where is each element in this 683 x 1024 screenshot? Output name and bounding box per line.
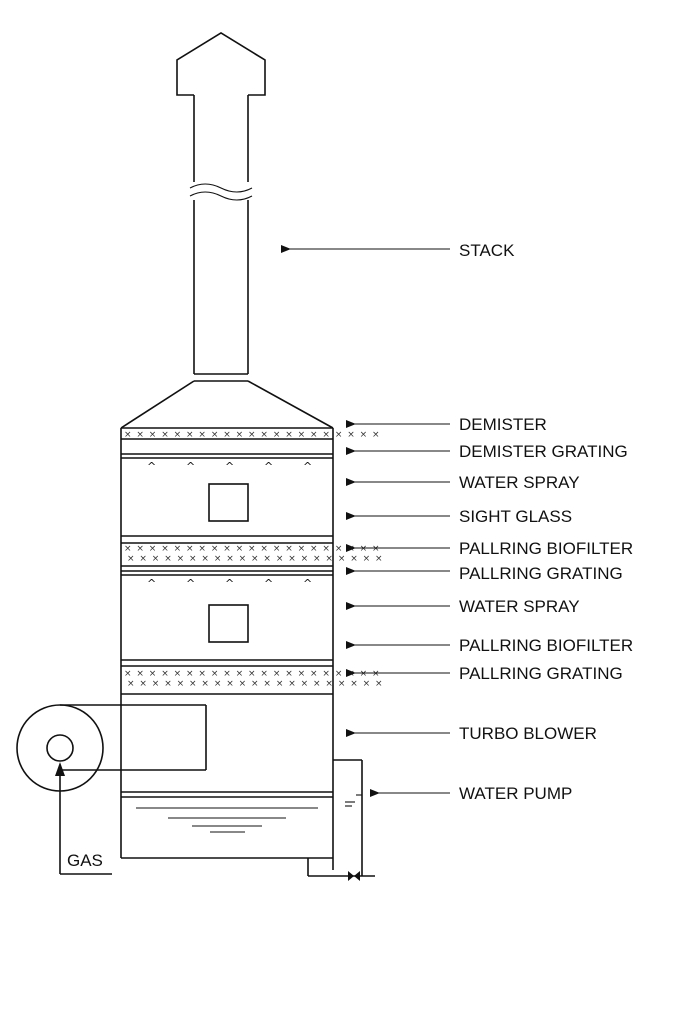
svg-text:^: ^ <box>303 577 312 590</box>
label-sight-glass: SIGHT GLASS <box>459 507 572 526</box>
stack <box>120 32 334 429</box>
sight-glass-2 <box>208 604 249 643</box>
label-pallring-biofilter-2: PALLRING BIOFILTER <box>459 636 633 655</box>
label-pallring-grating-1: PALLRING GRATING <box>459 564 623 583</box>
label-demister-grating: DEMISTER GRATING <box>459 442 628 461</box>
svg-text:^: ^ <box>264 460 273 473</box>
water-pump <box>307 759 375 881</box>
label-pallring-grating-2: PALLRING GRATING <box>459 664 623 683</box>
labels: STACK DEMISTER DEMISTER GRATING WATER SP… <box>67 241 633 870</box>
svg-text:× × × × × × × × × × × × × × ×: × × × × × × × × × × × × × × × × × × × × … <box>124 544 381 554</box>
sight-glass-1 <box>208 483 249 522</box>
turbo-blower <box>16 704 207 792</box>
svg-text:× × × × × × × × × × × × × × ×: × × × × × × × × × × × × × × × × × × × × … <box>127 679 384 689</box>
svg-text:× × × × × × × × × × × × × × ×: × × × × × × × × × × × × × × × × × × × × … <box>124 669 381 679</box>
label-demister: DEMISTER <box>459 415 547 434</box>
svg-text:^: ^ <box>186 460 195 473</box>
label-turbo-blower: TURBO BLOWER <box>459 724 597 743</box>
water-sump <box>121 791 333 833</box>
svg-text:× × × × × × × × × × × × × × ×: × × × × × × × × × × × × × × × × × × × × … <box>127 554 384 564</box>
label-gas: GAS <box>67 851 103 870</box>
pallring-grating-1 <box>121 570 333 576</box>
leader-arrows <box>281 245 450 797</box>
svg-text:^: ^ <box>147 460 156 473</box>
svg-text:× × × × × × × × × × × × × × ×: × × × × × × × × × × × × × × × × × × × × … <box>124 430 381 440</box>
tower-body <box>120 428 334 859</box>
svg-text:^: ^ <box>186 577 195 590</box>
svg-text:^: ^ <box>147 577 156 590</box>
demister-grating <box>121 453 333 459</box>
label-water-spray-1: WATER SPRAY <box>459 473 580 492</box>
svg-text:^: ^ <box>264 577 273 590</box>
svg-text:^: ^ <box>225 460 234 473</box>
water-spray-nozzles-2: ^ ^ ^ ^ ^ <box>147 577 312 590</box>
label-stack: STACK <box>459 241 515 260</box>
pallring-biofilter-2: × × × × × × × × × × × × × × × × × × × × … <box>121 659 384 695</box>
gas-inlet <box>55 762 112 875</box>
svg-text:^: ^ <box>303 460 312 473</box>
label-water-pump: WATER PUMP <box>459 784 572 803</box>
svg-text:^: ^ <box>225 577 234 590</box>
label-water-spray-2: WATER SPRAY <box>459 597 580 616</box>
demister-layer: × × × × × × × × × × × × × × × × × × × × … <box>121 427 381 440</box>
label-pallring-biofilter-1: PALLRING BIOFILTER <box>459 539 633 558</box>
water-spray-nozzles-1: ^ ^ ^ ^ ^ <box>147 460 312 473</box>
pallring-biofilter-1: × × × × × × × × × × × × × × × × × × × × … <box>121 535 384 567</box>
